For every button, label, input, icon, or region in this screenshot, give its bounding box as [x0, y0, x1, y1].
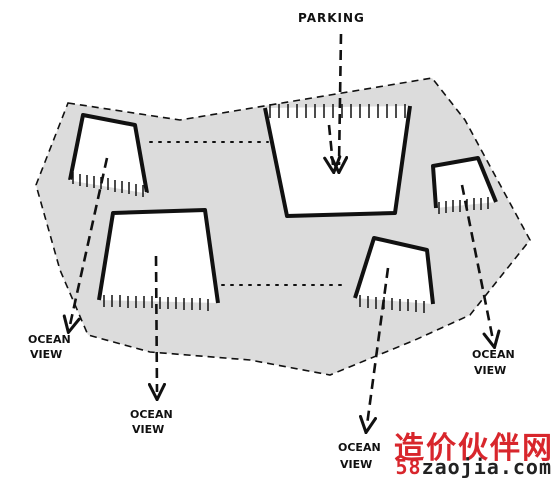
arrow-ocean-right — [460, 184, 493, 340]
arrow-ocean-center — [156, 255, 157, 392]
watermark: 造价伙伴网 58zaojia.com — [354, 423, 554, 483]
label-ocean-right-1: OCEAN — [472, 348, 515, 361]
label-ocean-bottom-2: VIEW — [340, 458, 372, 471]
arrow-ocean-bottom — [367, 267, 390, 425]
label-ocean-center-2: VIEW — [132, 423, 164, 436]
label-ocean-bottom-1: OCEAN — [338, 441, 381, 454]
arrow-ocean-left — [70, 157, 109, 325]
watermark-url-number: 58 — [395, 455, 422, 479]
building-a — [68, 113, 149, 197]
building-b — [97, 208, 220, 311]
arrow-center-down — [329, 124, 333, 165]
watermark-chinese: 造价伙伴网 — [394, 431, 554, 466]
dashed-arrow-icon — [70, 33, 493, 425]
label-ocean-center-1: OCEAN — [130, 408, 173, 421]
watermark-url-text: zaojia.com — [421, 455, 552, 479]
watermark-url: 58zaojia.com — [395, 455, 552, 479]
building-d — [431, 156, 498, 214]
label-parking: PARKING — [298, 11, 365, 25]
arrow-parking — [339, 33, 341, 165]
building-e — [353, 236, 435, 313]
building-c — [263, 104, 412, 218]
label-ocean-left-2: VIEW — [30, 348, 62, 361]
label-ocean-right-2: VIEW — [474, 364, 506, 377]
label-ocean-left-1: OCEAN — [28, 333, 71, 346]
